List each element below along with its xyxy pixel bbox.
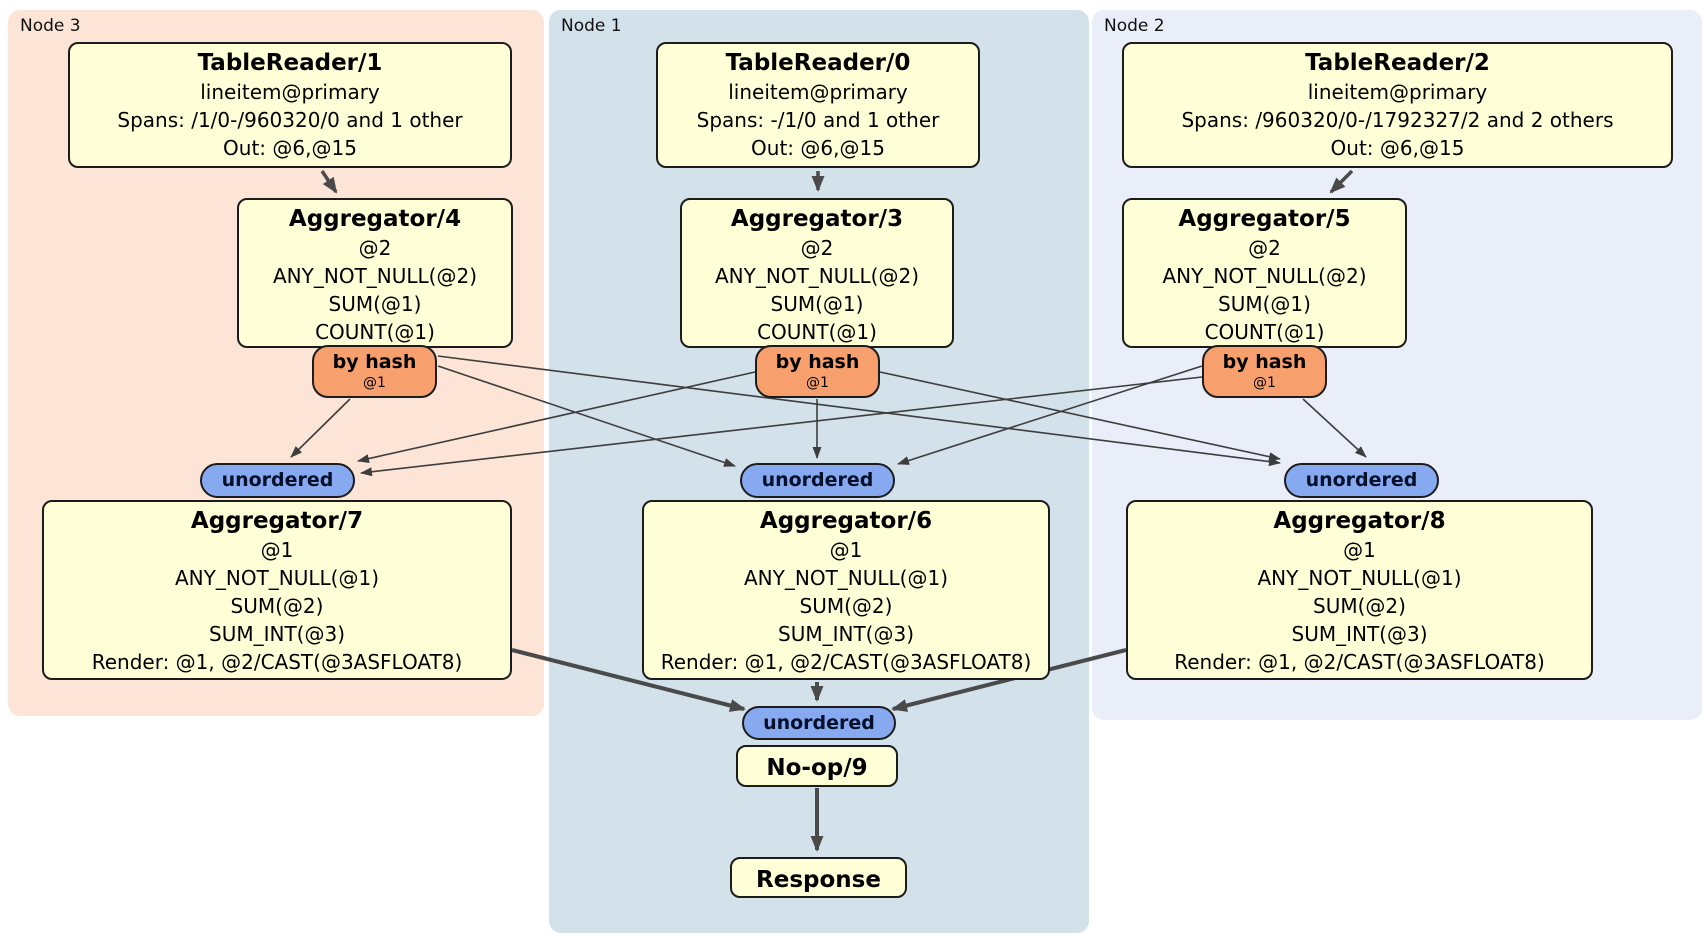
processor-aggregator-8: Aggregator/8 @1 ANY_NOT_NULL(@1) SUM(@2)…: [1126, 500, 1593, 680]
processor-detail: @2: [1248, 236, 1281, 260]
router-label: by hash: [332, 351, 417, 373]
sync-label: unordered: [763, 712, 875, 734]
processor-title: Aggregator/7: [190, 508, 364, 534]
processor-detail: ANY_NOT_NULL(@2): [715, 264, 919, 288]
edge-router3-to-sync1: [437, 365, 736, 467]
sync-label: unordered: [1305, 469, 1418, 491]
processor-detail: SUM(@2): [1313, 594, 1406, 618]
processor-detail: @1: [829, 538, 863, 562]
region-node-2-label: Node 2: [1104, 16, 1165, 36]
processor-detail: Render: @1, @2/CAST(@3ASFLOAT8): [91, 650, 463, 674]
processor-title: Aggregator/8: [1273, 508, 1446, 534]
region-node-3-label: Node 3: [20, 16, 81, 36]
processor-detail: Spans: -/1/0 and 1 other: [696, 108, 940, 132]
processor-tablereader-2: TableReader/2 lineitem@primary Spans: /9…: [1122, 42, 1673, 168]
edge-router2-to-sync1: [897, 365, 1203, 465]
processor-detail: lineitem@primary: [200, 80, 380, 104]
processor-title: TableReader/1: [197, 50, 383, 76]
processor-response: Response: [730, 857, 907, 898]
edge-tablereader2-to-aggregator5: [1329, 169, 1354, 194]
processor-detail: COUNT(@1): [1204, 320, 1325, 344]
processor-detail: lineitem@primary: [1307, 80, 1488, 104]
processor-detail: SUM(@1): [770, 292, 864, 316]
router-detail: @1: [806, 375, 829, 391]
processor-detail: COUNT(@1): [757, 320, 877, 344]
processor-detail: SUM_INT(@3): [778, 622, 914, 646]
processor-detail: SUM_INT(@3): [209, 622, 345, 646]
processor-aggregator-7: Aggregator/7 @1 ANY_NOT_NULL(@1) SUM(@2)…: [42, 500, 512, 680]
edge-aggregator7-to-final-sync: [511, 648, 746, 712]
sync-label: unordered: [761, 469, 874, 491]
edge-router2-to-sync3: [360, 376, 1203, 477]
processor-aggregator-5: Aggregator/5 @2 ANY_NOT_NULL(@2) SUM(@1)…: [1122, 198, 1407, 348]
processor-title: Response: [756, 867, 881, 893]
processor-detail: Spans: /960320/0-/1792327/2 and 2 others: [1181, 108, 1614, 132]
router-by-hash-node1: by hash @1: [755, 345, 880, 398]
processor-detail: Render: @1, @2/CAST(@3ASFLOAT8): [660, 650, 1032, 674]
processor-detail: lineitem@primary: [728, 80, 908, 104]
processor-aggregator-4: Aggregator/4 @2 ANY_NOT_NULL(@2) SUM(@1)…: [237, 198, 513, 348]
processor-detail: Out: @6,@15: [751, 136, 885, 160]
processor-detail: ANY_NOT_NULL(@1): [175, 566, 379, 590]
processor-noop-9: No-op/9: [736, 745, 898, 787]
processor-title: Aggregator/3: [730, 206, 904, 232]
region-node-1-label: Node 1: [561, 16, 622, 36]
processor-aggregator-3: Aggregator/3 @2 ANY_NOT_NULL(@2) SUM(@1)…: [680, 198, 954, 348]
router-detail: @1: [363, 375, 386, 391]
processor-title: TableReader/0: [725, 50, 911, 76]
processor-detail: Out: @6,@15: [1330, 136, 1465, 160]
sync-unordered-node2: unordered: [1284, 463, 1439, 498]
processor-aggregator-6: Aggregator/6 @1 ANY_NOT_NULL(@1) SUM(@2)…: [642, 500, 1050, 680]
router-label: by hash: [1222, 351, 1307, 373]
router-by-hash-node2: by hash @1: [1202, 345, 1327, 398]
processor-tablereader-1: TableReader/1 lineitem@primary Spans: /1…: [68, 42, 512, 168]
processor-detail: SUM(@1): [1218, 292, 1311, 316]
processor-detail: Out: @6,@15: [223, 136, 357, 160]
edge-tablereader1-to-aggregator4: [320, 170, 338, 194]
processor-title: Aggregator/4: [288, 206, 462, 232]
processor-detail: ANY_NOT_NULL(@1): [1257, 566, 1462, 590]
edge-router2-to-sync2: [1302, 398, 1367, 458]
router-label: by hash: [775, 351, 860, 373]
processor-detail: @2: [358, 236, 392, 260]
processor-detail: SUM(@2): [230, 594, 324, 618]
processor-tablereader-0: TableReader/0 lineitem@primary Spans: -/…: [656, 42, 980, 168]
processor-detail: @1: [260, 538, 294, 562]
processor-detail: ANY_NOT_NULL(@2): [1162, 264, 1367, 288]
processor-detail: SUM(@1): [328, 292, 422, 316]
processor-detail: SUM(@2): [799, 594, 893, 618]
processor-detail: Spans: /1/0-/960320/0 and 1 other: [117, 108, 463, 132]
processor-title: No-op/9: [766, 755, 868, 781]
edge-router3-to-sync2: [437, 355, 1281, 467]
processor-title: Aggregator/6: [759, 508, 933, 534]
processor-detail: SUM_INT(@3): [1291, 622, 1428, 646]
router-detail: @1: [1253, 375, 1276, 391]
sync-unordered-node1: unordered: [740, 463, 895, 498]
router-by-hash-node3: by hash @1: [312, 345, 437, 398]
processor-detail: ANY_NOT_NULL(@2): [273, 264, 477, 288]
sync-label: unordered: [221, 469, 334, 491]
edge-router1-to-sync2: [879, 371, 1281, 462]
edge-router1-to-sync3: [357, 371, 756, 463]
processor-detail: ANY_NOT_NULL(@1): [744, 566, 948, 590]
processor-title: Aggregator/5: [1178, 206, 1351, 232]
sync-unordered-final: unordered: [742, 706, 896, 740]
processor-detail: COUNT(@1): [315, 320, 435, 344]
processor-title: TableReader/2: [1305, 50, 1490, 76]
edge-router3-to-sync3: [290, 398, 351, 458]
sync-unordered-node3: unordered: [200, 463, 355, 498]
processor-detail: @1: [1343, 538, 1376, 562]
processor-detail: @2: [800, 236, 834, 260]
processor-detail: Render: @1, @2/CAST(@3ASFLOAT8): [1174, 650, 1545, 674]
